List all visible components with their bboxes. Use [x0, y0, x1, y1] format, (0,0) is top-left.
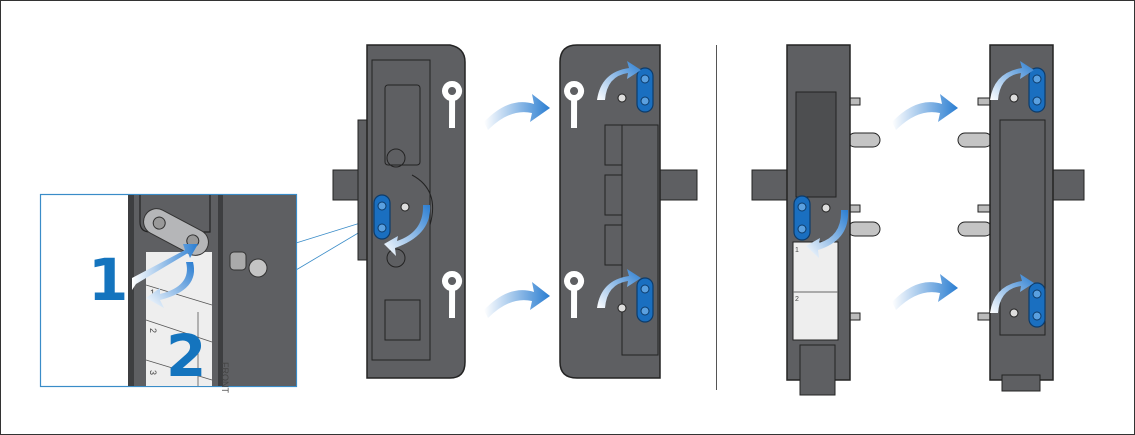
guide-pin: [229, 251, 268, 278]
step-1-number: 1: [88, 246, 128, 314]
module-side-view-1: [332, 44, 466, 379]
front-label: FRONT: [220, 362, 230, 393]
label-row-2: 2: [148, 328, 158, 333]
module-rear-view: [559, 44, 698, 379]
push-arrow: [132, 244, 198, 290]
rotate-arrow: [146, 262, 195, 308]
module-front-view: 1 2: [751, 44, 881, 396]
module-side-view-2: [957, 44, 1085, 392]
step-2-number: 2: [166, 322, 206, 390]
label-row-3: 3: [148, 370, 158, 375]
label-row-2: 2: [795, 296, 799, 303]
label-row-1: 1: [150, 288, 155, 298]
inset-detail: 1 2 3 FRONT 1 2: [39, 193, 371, 393]
label-row-1: 1: [795, 247, 799, 254]
